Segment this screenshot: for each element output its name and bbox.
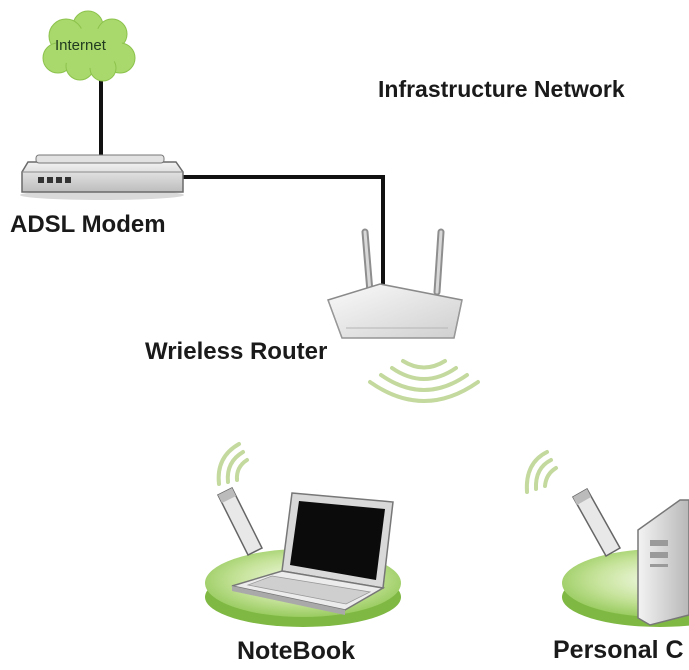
adsl-modem-label: ADSL Modem bbox=[10, 211, 166, 238]
personal-computer-icon bbox=[637, 499, 689, 626]
notebook-icon bbox=[231, 492, 394, 615]
internet-label: Internet bbox=[55, 37, 106, 54]
adsl-modem-icon bbox=[20, 154, 184, 200]
usb-adapter-icon bbox=[216, 486, 264, 557]
internet-cloud-icon bbox=[42, 10, 136, 82]
modem-router-cable bbox=[180, 175, 385, 292]
notebook-signal-icon bbox=[216, 442, 249, 486]
wireless-router-icon bbox=[327, 228, 463, 339]
pc-usb-adapter-icon bbox=[571, 487, 622, 558]
diagram-title: Infrastructure Network bbox=[378, 76, 625, 102]
notebook-label: NoteBook bbox=[237, 637, 356, 665]
pc-signal-icon bbox=[524, 450, 558, 494]
personal-computer-label: Personal C bbox=[553, 636, 684, 664]
wireless-router-label: Wrieless Router bbox=[145, 338, 328, 365]
router-signal-icon bbox=[368, 359, 480, 403]
